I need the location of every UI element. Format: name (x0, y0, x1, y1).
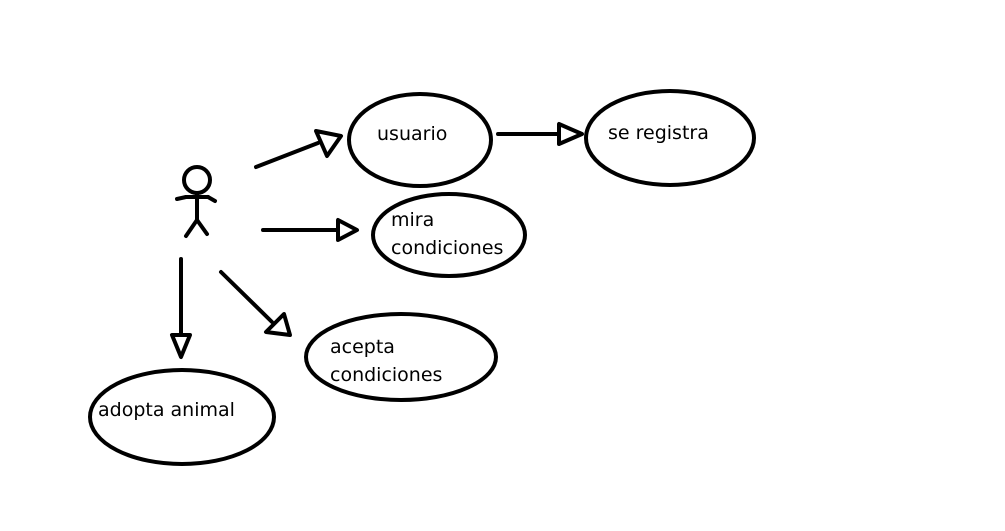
use-case-adopta-animal-ellipse (88, 368, 276, 466)
arrow-actor-to-mira-condiciones (261, 218, 359, 242)
mira-condiciones-line-2: condiciones (391, 237, 504, 259)
arrow-usuario-to-se-registra (496, 122, 584, 146)
usuario-line-1: usuario (377, 123, 448, 145)
use-case-adopta-animal-label: adopta animal (98, 396, 235, 424)
use-case-mira-condiciones-ellipse (371, 192, 527, 278)
adopta-animal-line-1: adopta animal (98, 399, 235, 421)
use-case-usuario-label: usuario (377, 120, 447, 148)
use-case-acepta-condiciones-label: acepta condiciones (330, 333, 442, 389)
use-case-acepta-condiciones-ellipse (304, 312, 498, 402)
se-registra-line-1: se registra (608, 122, 709, 144)
acepta-condiciones-line-2: condiciones (330, 364, 443, 386)
mira-condiciones-line-1: mira (391, 209, 435, 231)
use-case-se-registra-label: se registra (608, 119, 709, 147)
arrow-actor-to-usuario (254, 129, 343, 169)
arrow-actor-to-acepta-condiciones (219, 270, 292, 337)
use-case-se-registra-ellipse (584, 89, 756, 187)
use-case-usuario-ellipse (347, 92, 493, 188)
use-case-mira-condiciones-label: mira condiciones (391, 206, 503, 262)
acepta-condiciones-line-1: acepta (330, 336, 395, 358)
arrow-actor-to-adopta-animal (170, 257, 192, 359)
actor-stick-figure-icon (175, 165, 217, 238)
